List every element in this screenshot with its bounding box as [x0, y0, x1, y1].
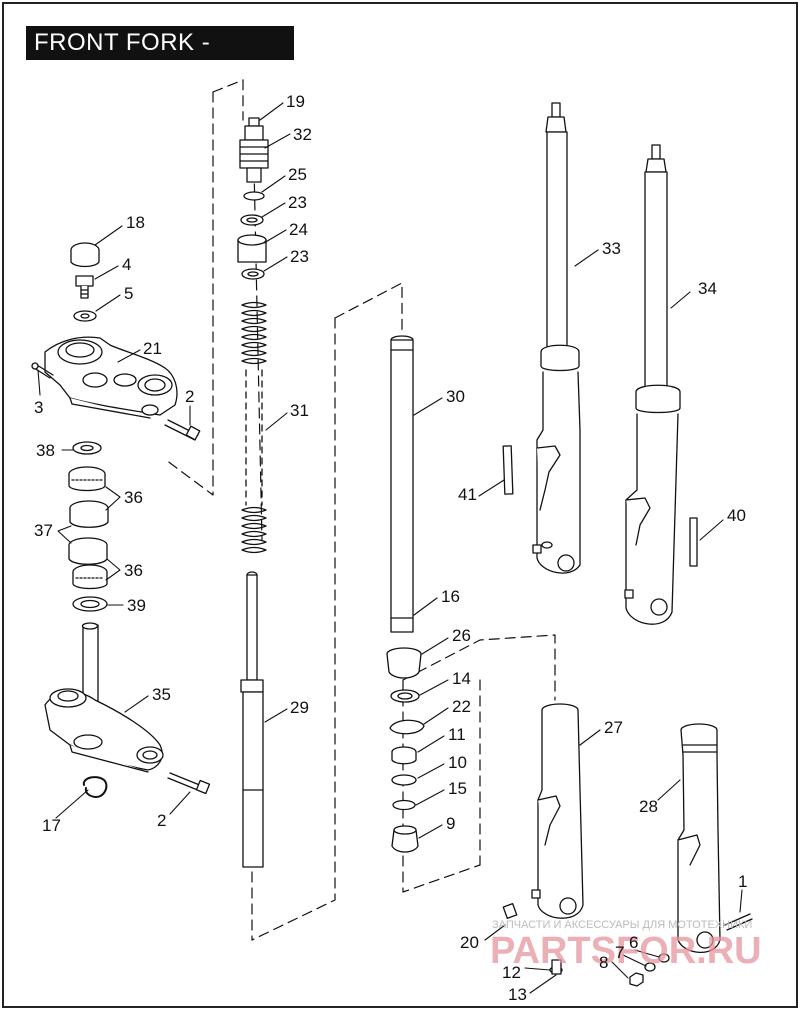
upper-fork-bracket [44, 336, 178, 419]
callout-40: 40 [727, 506, 746, 525]
callout-41: 41 [458, 485, 477, 504]
watermark: ЗАПЧАСТИ И АКСЕССУАРЫ ДЛЯ МОТОТЕХНИКИ PA… [490, 919, 762, 972]
callout-14: 14 [452, 669, 471, 688]
damper-rod [240, 571, 264, 868]
fork-slider-right [677, 723, 721, 953]
small-hardware [502, 903, 753, 987]
fork-assembly-left [532, 102, 581, 574]
callout-2: 2 [185, 387, 194, 406]
pinch-bolt-lower [167, 772, 211, 795]
callout-36b: 36 [124, 561, 143, 580]
fork-cap-valve [237, 117, 269, 280]
snap-ring [82, 776, 108, 799]
callout-17: 17 [42, 816, 61, 835]
seal-stack [386, 647, 425, 853]
top-cap [70, 242, 100, 268]
callout-34: 34 [698, 279, 717, 298]
fork-assembly-right [624, 144, 681, 625]
callout-2b: 2 [157, 811, 166, 830]
callout-16: 16 [441, 587, 460, 606]
callout-10: 10 [448, 753, 467, 772]
callout-24: 24 [289, 220, 308, 239]
fork-tube [390, 335, 414, 633]
page-title: FRONT FORK - FXDX/I [26, 26, 294, 90]
callout-30: 30 [446, 387, 465, 406]
callout-19: 19 [286, 92, 305, 111]
callout-8: 8 [599, 953, 608, 972]
leader-lines [37, 102, 743, 994]
callout-5: 5 [124, 284, 133, 303]
callout-6: 6 [629, 933, 638, 952]
callout-3: 3 [34, 398, 43, 417]
callout-38: 38 [36, 441, 55, 460]
callout-35: 35 [152, 685, 171, 704]
callout-labels: 19 32 25 23 24 23 18 4 5 21 3 2 31 38 36… [34, 92, 747, 1004]
callout-18: 18 [126, 213, 145, 232]
callout-22: 22 [452, 697, 471, 716]
callout-11: 11 [448, 725, 466, 744]
callout-23: 23 [288, 193, 307, 212]
callout-4: 4 [122, 255, 131, 274]
callout-25: 25 [288, 165, 307, 184]
pinch-screw-left [31, 362, 54, 379]
callout-1: 1 [738, 872, 747, 891]
callout-15: 15 [448, 779, 467, 798]
callout-31: 31 [290, 401, 309, 420]
watermark-brand: PARTSFOR.RU [490, 930, 762, 972]
callout-29: 29 [290, 698, 309, 717]
callout-28: 28 [639, 797, 658, 816]
assembly-guide-lines [165, 79, 556, 941]
pinch-bolt-upper [164, 419, 201, 441]
callout-27: 27 [604, 718, 623, 737]
callout-21: 21 [143, 339, 162, 358]
callout-9: 9 [446, 814, 455, 833]
callout-36: 36 [124, 488, 143, 507]
callout-7: 7 [615, 943, 624, 962]
fork-bracket-bar [689, 517, 698, 567]
callout-12: 12 [502, 963, 521, 982]
callout-23b: 23 [290, 247, 309, 266]
callout-37: 37 [34, 521, 53, 540]
callout-32: 32 [293, 125, 312, 144]
fork-slider-left [531, 703, 584, 919]
lower-fork-bracket [44, 622, 164, 773]
bearing-stack [68, 441, 109, 612]
callout-39: 39 [127, 596, 146, 615]
callout-26: 26 [452, 626, 471, 645]
callout-13: 13 [508, 985, 527, 1004]
fork-slider-bar [502, 445, 514, 495]
callout-33: 33 [602, 239, 621, 258]
bracket-washer [73, 310, 97, 322]
watermark-tagline: ЗАПЧАСТИ И АКСЕССУАРЫ ДЛЯ МОТОТЕХНИКИ [492, 919, 752, 931]
bracket-bolt [75, 275, 94, 299]
fork-spring [241, 301, 267, 554]
callout-20: 20 [460, 933, 479, 952]
